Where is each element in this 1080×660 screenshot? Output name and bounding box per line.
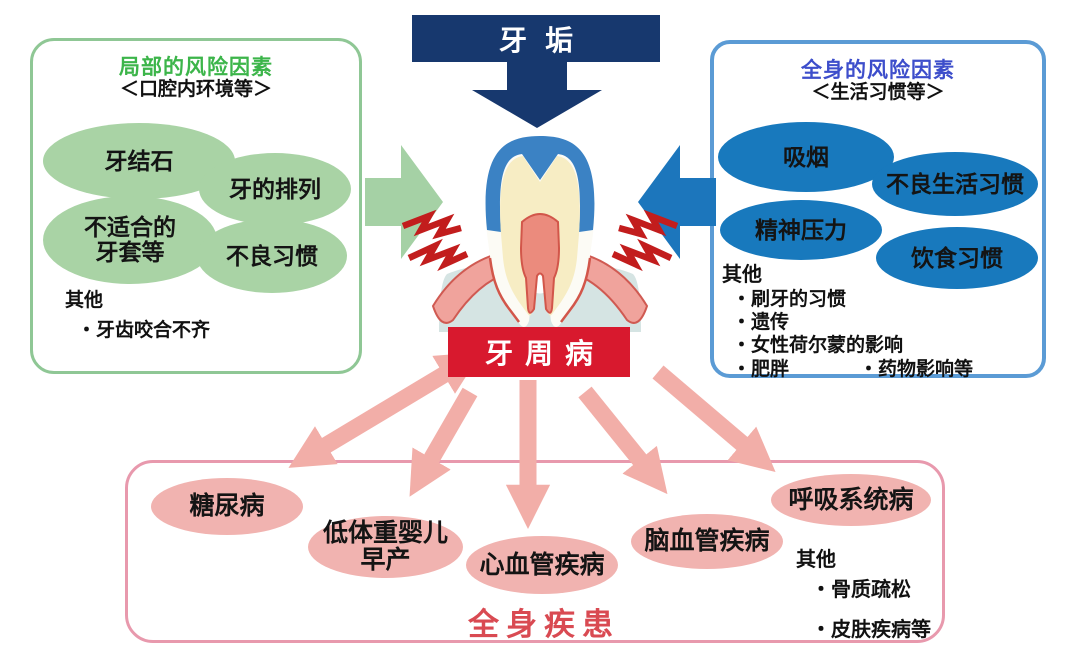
systemic-other-item-hormones: ・女性荷尔蒙的影响 — [732, 335, 904, 356]
plaque-label: 牙垢 — [498, 24, 591, 56]
systemic-risk-title: 全身的风险因素 — [801, 59, 955, 82]
local-risk-subtitle: ＜口腔内环境等＞ — [119, 79, 272, 100]
local-other-item: ・牙齿咬合不齐 — [77, 320, 211, 341]
systemic-other-item-brushing: ・刷牙的习惯 — [732, 289, 847, 310]
bubble-stress: 精神压力 — [720, 200, 882, 260]
systemic-other-item-heredity: ・遗传 — [732, 312, 790, 333]
lightning-icon — [401, 209, 679, 272]
down-arrow-icon — [472, 62, 602, 128]
systemic-disease-panel: 糖尿病 低体重婴儿 早产 心血管疾病 脑血管疾病 呼吸系统病 其他 ・骨质疏松 … — [125, 460, 945, 643]
disease-other-item-skin: ・皮肤疾病等 — [811, 619, 931, 641]
bubble-smoking: 吸烟 — [718, 122, 894, 192]
periodontitis-box: 牙周病 — [448, 327, 630, 377]
disease-other-label: 其他 — [796, 549, 836, 571]
bubble-preterm-low-birth-weight: 低体重婴儿 早产 — [308, 516, 463, 578]
bubble-tooth-alignment: 牙的排列 — [199, 153, 351, 225]
bubble-bad-habits: 不良习惯 — [197, 219, 347, 293]
disease-other-item-osteoporosis: ・骨质疏松 — [811, 579, 911, 601]
local-other-label: 其他 — [65, 290, 104, 311]
right-risk-arrow-icon — [638, 145, 716, 259]
bubble-ill-fitting-denture: 不适合的 牙套等 — [43, 196, 217, 284]
local-risk-panel: 局部的风险因素 ＜口腔内环境等＞ 牙结石 牙的排列 不适合的 牙套等 不良习惯 … — [30, 38, 362, 374]
systemic-other-label: 其他 — [722, 264, 762, 286]
radiating-arrows-icon — [288, 352, 776, 529]
bubble-diabetes: 糖尿病 — [151, 478, 303, 535]
systemic-other-item-drugs: ・药物影响等 — [859, 359, 974, 380]
systemic-risk-subtitle: ＜生活习惯等＞ — [811, 82, 945, 103]
bubble-diet: 饮食习惯 — [876, 227, 1038, 289]
left-risk-arrow-icon — [365, 145, 443, 259]
local-risk-title: 局部的风险因素 — [119, 56, 273, 79]
systemic-disease-title: 全身疾患 — [468, 607, 620, 642]
systemic-other-item-obesity: ・肥胖 — [732, 359, 790, 380]
tooth-illustration — [401, 136, 679, 332]
systemic-risk-panel: 全身的风险因素 ＜生活习惯等＞ 吸烟 不良生活习惯 精神压力 饮食习惯 其他 ・… — [710, 40, 1046, 380]
bubble-bad-lifestyle: 不良生活习惯 — [872, 152, 1038, 216]
periodontitis-label: 牙周病 — [484, 338, 605, 369]
plaque-box: 牙垢 — [412, 15, 660, 62]
bubble-cardiovascular: 心血管疾病 — [466, 536, 618, 594]
bubble-cerebrovascular: 脑血管疾病 — [631, 514, 783, 569]
bubble-respiratory: 呼吸系统病 — [771, 474, 931, 526]
